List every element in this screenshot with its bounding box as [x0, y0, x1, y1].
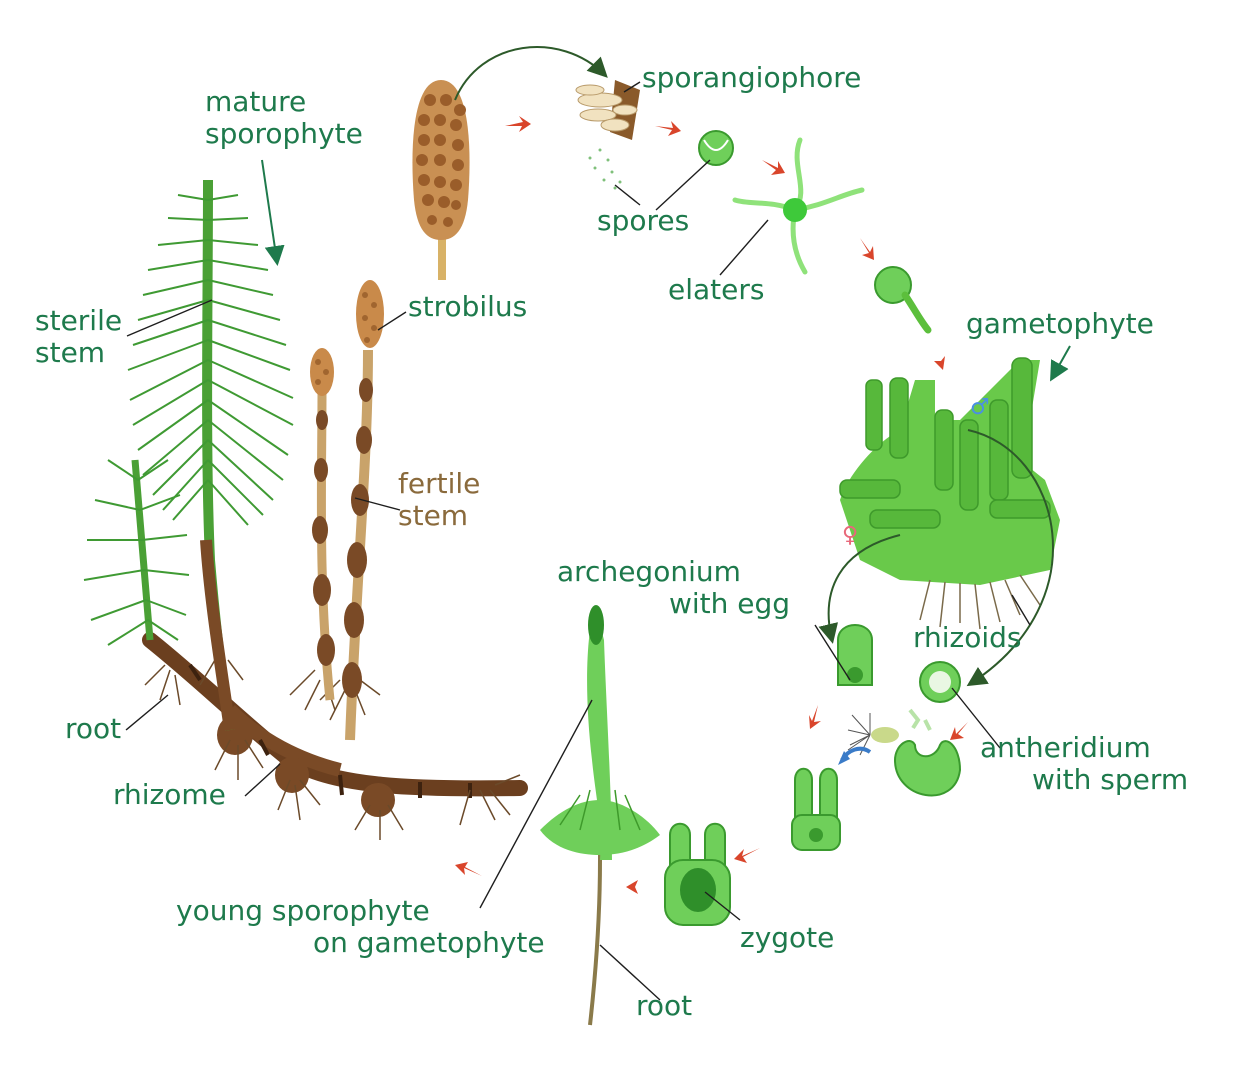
elaters-label: elaters	[668, 273, 765, 306]
antheridium-label: antheridium with sperm	[980, 731, 1189, 796]
sporangiophore-label: sporangiophore	[642, 61, 862, 94]
spores-label: spores	[597, 204, 690, 237]
gametophyte-illustration	[839, 357, 1060, 630]
gametophyte-label: gametophyte	[966, 307, 1154, 340]
opened-antheridium	[893, 740, 962, 797]
male-symbol: ♂	[970, 395, 990, 420]
archegonium-fertilization	[791, 767, 841, 851]
sperm-detail	[847, 708, 932, 756]
leader-lines	[125, 81, 1031, 1001]
rhizome-label: rhizome	[113, 778, 226, 811]
antheridium-detail	[919, 661, 961, 703]
mature-sporophyte-label: mature sporophyte	[205, 85, 363, 150]
sterile-stem-label: sterile stem	[35, 304, 123, 369]
root-bottom-label: root	[636, 989, 693, 1022]
strobilus-label: strobilus	[408, 290, 528, 323]
sporangiophore-detail	[575, 80, 640, 190]
rhizoids-label: rhizoids	[913, 621, 1022, 654]
young-sporophyte-label: young sporophyte on gametophyte	[176, 894, 545, 959]
young-sporophyte-illustration	[540, 605, 660, 1026]
female-symbol: ♀	[842, 523, 858, 548]
root-left-label: root	[65, 712, 122, 745]
zygote-detail	[664, 822, 731, 926]
spore-detail	[698, 130, 734, 166]
archegonium-detail	[837, 624, 873, 686]
mature-sporophyte-illustration	[83, 179, 528, 840]
fertile-stem-label: fertile stem	[398, 467, 481, 532]
zygote-label: zygote	[740, 921, 835, 954]
germinating-spore	[874, 266, 932, 334]
archegonium-label: archegonium with egg	[557, 555, 791, 620]
strobilus-detail	[412, 80, 470, 280]
cycle-step-arrows	[455, 116, 968, 894]
